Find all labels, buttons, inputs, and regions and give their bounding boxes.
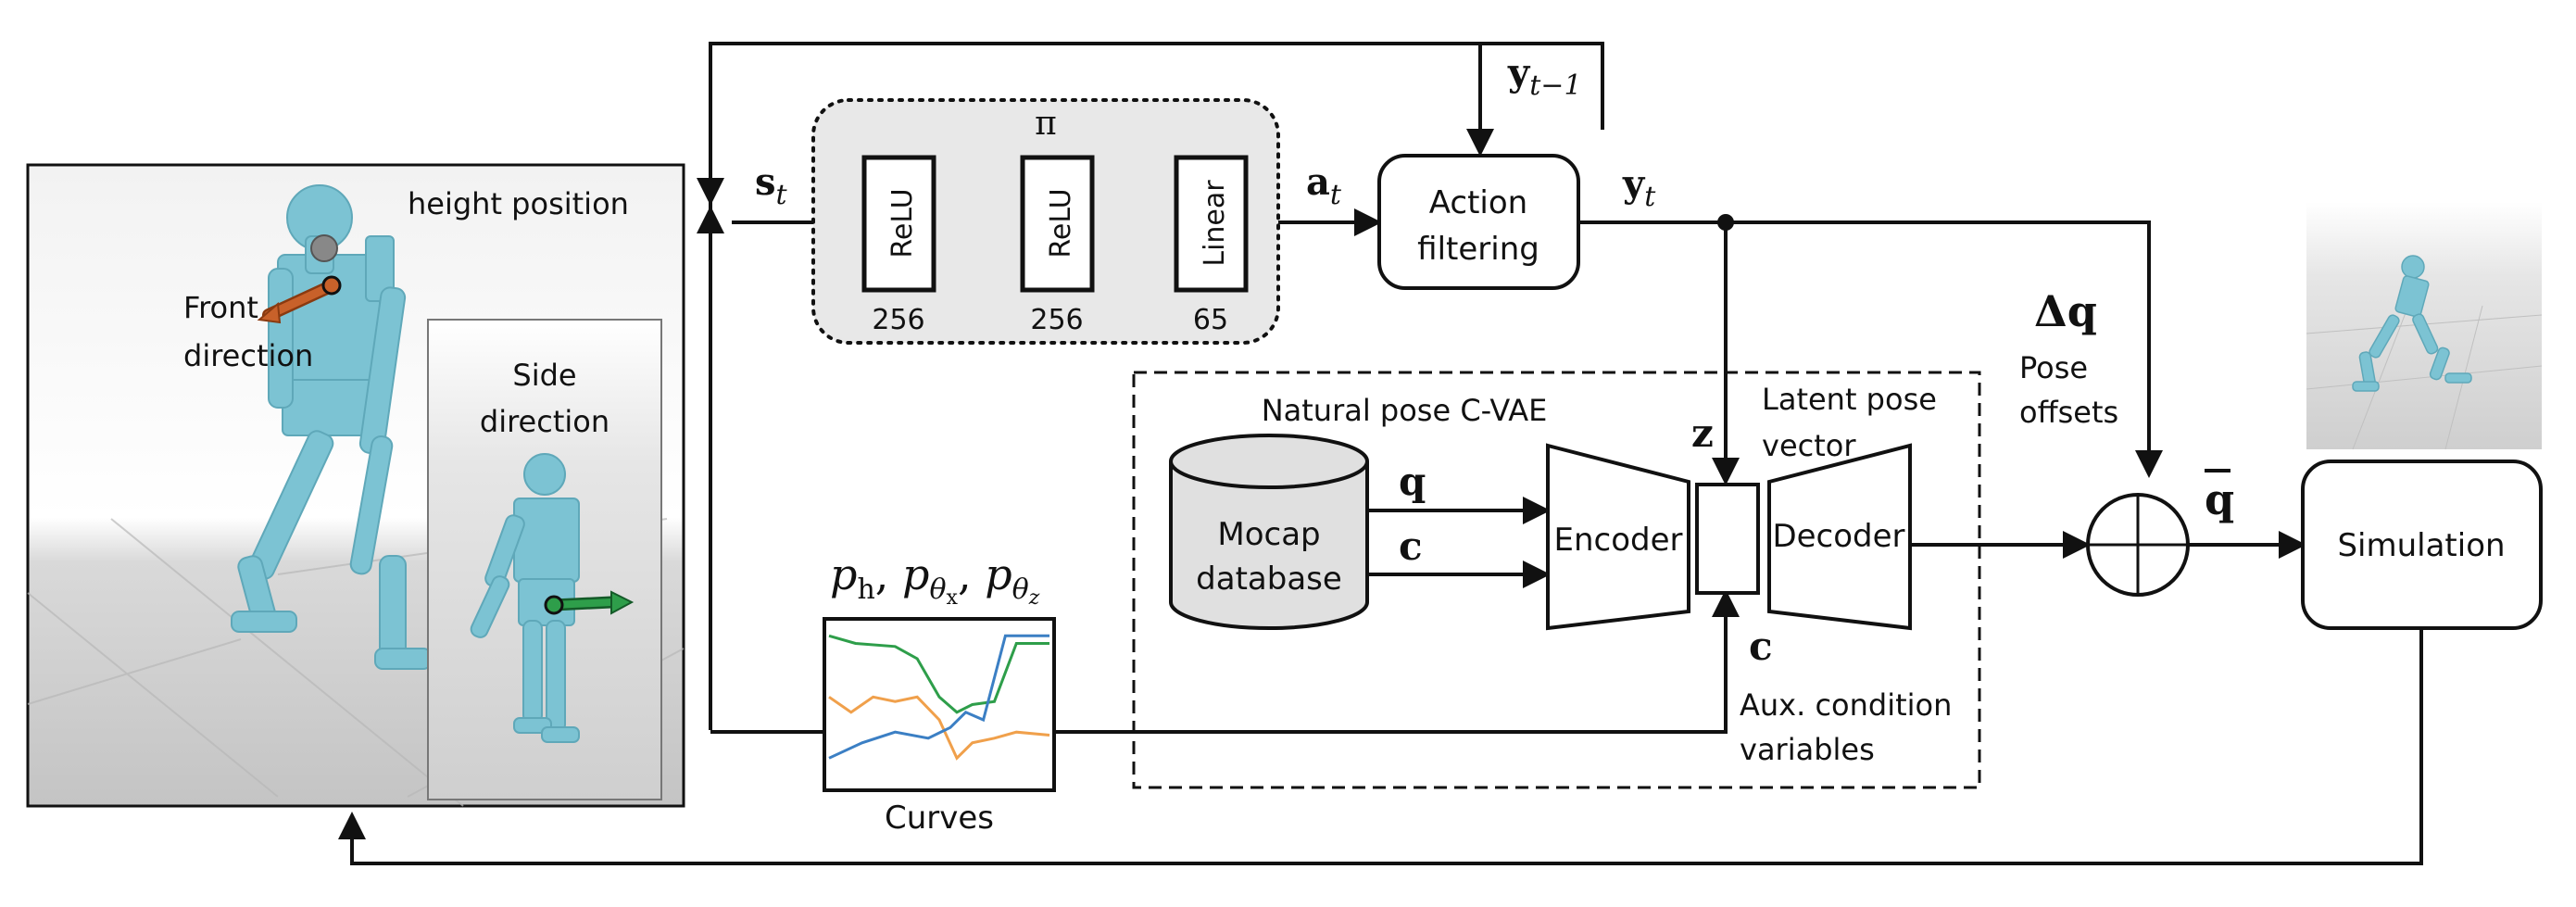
q-bar-label: q [2205, 474, 2234, 524]
cvae-block: Natural pose C-VAE Mocap database q c En… [1132, 371, 1981, 789]
curves-label: Curves [885, 800, 994, 837]
sum-node [2086, 493, 2190, 597]
side-direction-label-line2: direction [480, 404, 609, 439]
front-direction-label-line2: direction [183, 338, 313, 373]
aux-label-line1: Aux. condition [1740, 687, 1952, 723]
layer-size: 256 [872, 304, 924, 336]
layer-size: 65 [1193, 304, 1228, 336]
policy-label: π [1035, 105, 1057, 143]
front-direction-label-line1: Front [183, 290, 258, 325]
decoder: Decoder [1767, 443, 1912, 631]
mocap-database: Mocap database [1169, 434, 1369, 630]
latent-label-line2: vector [1762, 428, 1856, 463]
character-panel: height position Front direction Side dir… [26, 163, 685, 808]
junction-dot [1717, 214, 1734, 231]
head-height-marker [310, 234, 338, 262]
curves-panel: Curves [823, 617, 1056, 837]
layer-label: ReLU [886, 188, 919, 258]
latent-vector [1695, 483, 1760, 595]
layer-relu-1: ReLU 256 [861, 155, 936, 336]
policy-network: π ReLU 256 ReLU 256 Linear 65 [811, 98, 1280, 345]
c-aux-label: c [1749, 624, 1773, 669]
aux-label-line2: variables [1740, 732, 1875, 767]
mocap-label-line2: database [1196, 561, 1342, 598]
character-large [231, 184, 432, 670]
latent-label-line1: Latent pose [1762, 382, 1937, 417]
encoder: Encoder [1546, 443, 1690, 631]
delta-q-label: Δq [2034, 286, 2097, 336]
pose-offsets-line2: offsets [2019, 395, 2118, 430]
pose-offsets-line1: Pose [2019, 350, 2088, 385]
layer-label: ReLU [1045, 188, 1077, 258]
layer-label: Linear [1199, 180, 1231, 267]
action-label: at [1306, 160, 1342, 211]
summing-node-up-arrow [697, 206, 724, 233]
output-label: yt [1622, 162, 1656, 213]
side-direction-label-line1: Side [512, 358, 576, 393]
simulation-label: Simulation [2337, 527, 2505, 564]
layer-size: 256 [1030, 304, 1083, 336]
q-label: q [1399, 459, 1426, 504]
mocap-label-line1: Mocap [1217, 516, 1320, 553]
front-direction-arrow [257, 275, 342, 324]
curves-signal-label: ph, pθx, pθz [830, 549, 1040, 610]
side-direction-arrow [544, 590, 635, 615]
curve-orange [828, 695, 1050, 761]
vae-title: Natural pose C-VAE [1262, 393, 1548, 428]
layer-linear: Linear 65 [1174, 155, 1249, 336]
layer-relu-2: ReLU 256 [1020, 155, 1095, 336]
curve-blue [828, 634, 1049, 760]
decoder-label: Decoder [1772, 518, 1904, 555]
curve-green [828, 634, 1049, 714]
encoder-label: Encoder [1553, 522, 1682, 559]
side-view-inset: Side direction [427, 319, 662, 800]
state-label: st [755, 160, 788, 211]
z-label: z [1691, 410, 1714, 456]
summing-node-down-arrow [697, 178, 724, 206]
action-filtering-line1: Action [1429, 184, 1527, 221]
action-filtering-line2: filtering [1417, 231, 1539, 268]
height-position-label: height position [408, 186, 629, 221]
prev-output-label: yt−1 [1507, 51, 1582, 102]
simulation-block: Simulation [2301, 460, 2543, 630]
simulation-thumbnail [2306, 202, 2543, 450]
c-label: c [1399, 523, 1423, 569]
action-filtering-block: Action filtering [1377, 154, 1580, 290]
